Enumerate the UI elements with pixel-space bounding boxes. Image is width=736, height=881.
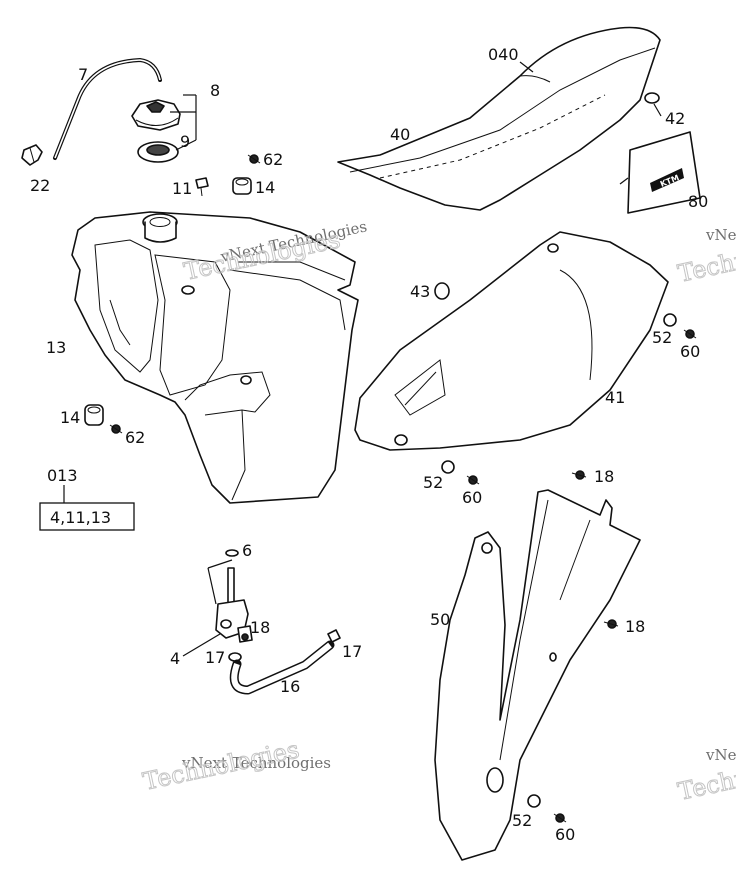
label-60-bottom: 60 (555, 825, 575, 844)
label-18-upper: 18 (594, 467, 614, 486)
label-7: 7 (78, 65, 88, 84)
screw-60-bottom (553, 813, 567, 823)
label-17-right: 17 (342, 642, 362, 661)
label-18-right: 18 (625, 617, 645, 636)
label-16: 16 (280, 677, 300, 696)
side-panel (354, 231, 669, 451)
rubber-bushing-14-top (232, 177, 252, 195)
screw-62-top (247, 154, 261, 164)
label-14-lower: 14 (60, 408, 80, 427)
hose-clamp-17-right (327, 629, 341, 643)
label-9: 9 (180, 132, 190, 151)
ktm-logo-icon (650, 168, 684, 192)
label-013: 013 (47, 466, 78, 485)
frame-cover (434, 489, 641, 861)
label-43: 43 (410, 282, 430, 301)
fuel-tank (71, 211, 359, 504)
label-8: 8 (210, 81, 220, 100)
washer-52-right (663, 313, 677, 327)
fuel-hose (229, 640, 335, 695)
label-52-bottom: 52 (512, 811, 532, 830)
label-42: 42 (665, 109, 685, 128)
bushing-43 (434, 282, 450, 300)
fuel-tap (215, 549, 253, 643)
screw-18-right (603, 619, 619, 629)
label-52-right: 52 (652, 328, 672, 347)
cap-gasket (137, 141, 179, 163)
label-60-right: 60 (680, 342, 700, 361)
screw-60-mid (466, 475, 480, 485)
screw-62-lower (109, 424, 123, 434)
label-52-mid: 52 (423, 473, 443, 492)
label-17-left: 17 (205, 648, 225, 667)
svg-text:vNext: vNext (705, 746, 736, 764)
label-40: 40 (390, 125, 410, 144)
label-62-top: 62 (263, 150, 283, 169)
breather-valve (21, 144, 43, 166)
rubber-bushing-14-lower (84, 404, 104, 426)
callout-labels: 7 8 9 22 62 11 14 13 14 62 013 4,11,13 0… (30, 45, 708, 844)
label-80: 80 (688, 192, 708, 211)
label-60-mid: 60 (462, 488, 482, 507)
label-13: 13 (46, 338, 66, 357)
ktm-decal: KTM (627, 131, 701, 214)
screw-18-upper (571, 470, 587, 480)
leader-lines (170, 61, 662, 657)
label-22: 22 (30, 176, 50, 195)
label-6: 6 (242, 541, 252, 560)
svg-text:vNext: vNext (705, 226, 736, 244)
fuel-cap (131, 99, 181, 131)
washer-52-mid (441, 460, 455, 474)
label-040: 040 (488, 45, 519, 64)
svg-text:Technologies: Technologies (140, 735, 301, 795)
label-50: 50 (430, 610, 450, 629)
label-kit-contents: 4,11,13 (50, 508, 111, 527)
washer-52-bottom (527, 794, 541, 808)
screw-60-right (683, 329, 697, 339)
label-62-lower: 62 (125, 428, 145, 447)
svg-text:vNext Technologies: vNext Technologies (181, 754, 331, 772)
label-4: 4 (170, 649, 180, 668)
hose-clamp-17-left (228, 652, 242, 662)
part-kit-box (39, 502, 135, 531)
label-14-top: 14 (255, 178, 275, 197)
seat (337, 26, 661, 211)
screw-11 (195, 177, 209, 197)
label-41: 41 (605, 388, 625, 407)
label-11: 11 (172, 179, 192, 198)
label-18-tap: 18 (250, 618, 270, 637)
